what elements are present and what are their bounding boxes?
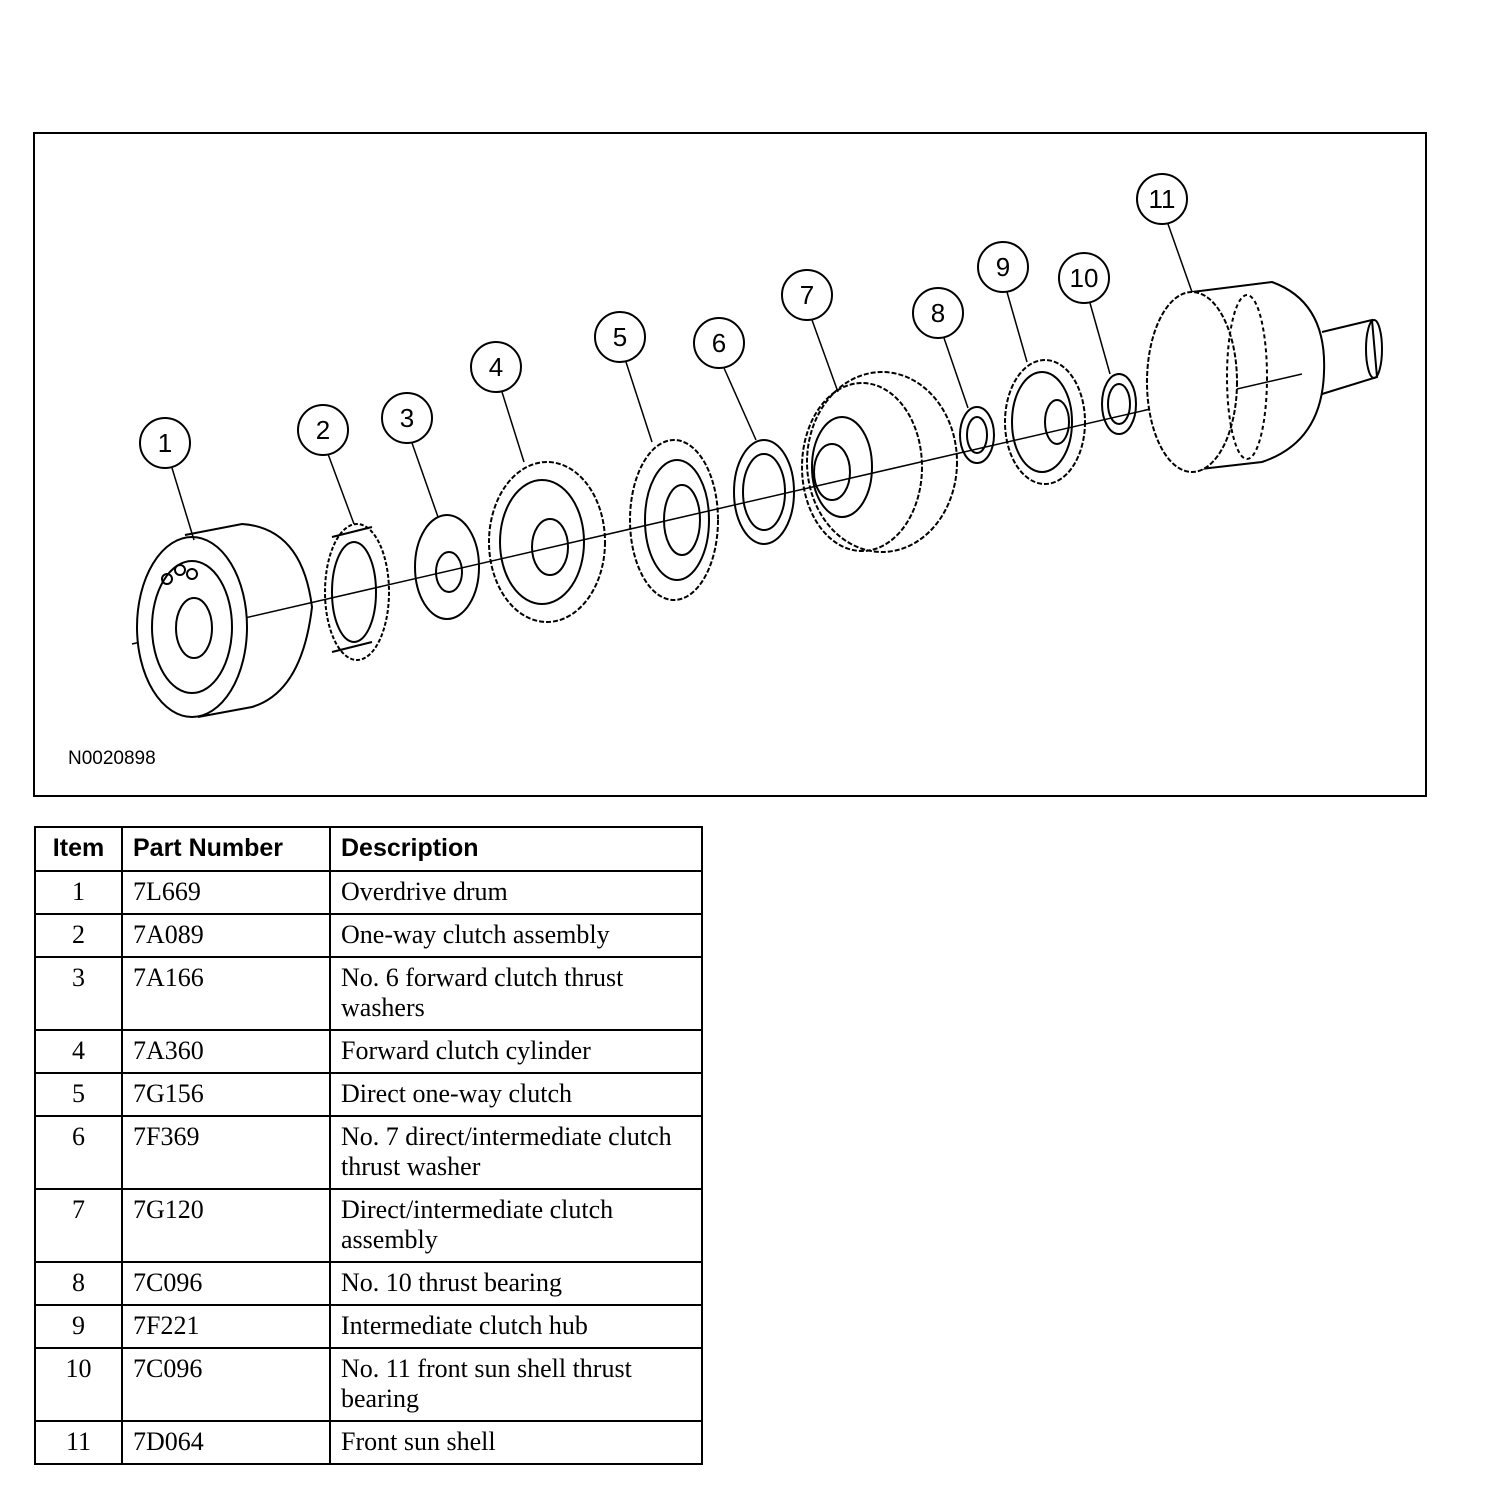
callout-8: 8 [931,298,945,328]
cell-part-number: 7F369 [121,1115,331,1190]
cell-item: 3 [34,956,123,1031]
one-way-clutch-drawing [324,523,390,661]
cell-description: No. 11 front sun shell thrust bearing [329,1347,703,1422]
header-description: Description [329,826,703,872]
cell-item: 6 [34,1115,123,1190]
cell-part-number: 7A360 [121,1029,331,1074]
cell-part-number: 7C096 [121,1261,331,1306]
cell-part-number: 7G156 [121,1072,331,1117]
cell-item: 4 [34,1029,123,1074]
cell-part-number: 7D064 [121,1420,331,1465]
cell-part-number: 7A089 [121,913,331,958]
cell-item: 1 [34,870,123,915]
callout-circles [139,173,1188,469]
overdrive-drum-drawing [136,522,314,718]
header-part-number: Part Number [121,826,331,872]
table-header-row: Item Part Number Description [34,826,703,872]
cell-part-number: 7A166 [121,956,331,1031]
cell-item: 7 [34,1188,123,1263]
cell-description: No. 7 direct/intermediate clutch thrust … [329,1115,703,1190]
thrust-washer-3-drawing [414,514,480,620]
cell-item: 11 [34,1420,123,1465]
thrust-washer-6-drawing [733,439,795,545]
callout-3: 3 [400,403,414,433]
callout-7: 7 [800,280,814,310]
direct-intermediate-clutch-drawing [801,371,958,553]
cell-item: 8 [34,1261,123,1306]
callout-10: 10 [1070,263,1099,293]
cell-description: No. 6 forward clutch thrust washers [329,956,703,1031]
cell-description: Intermediate clutch hub [329,1304,703,1349]
front-sun-shell-drawing [1146,280,1383,473]
cell-item: 2 [34,913,123,958]
cell-description: Forward clutch cylinder [329,1029,703,1074]
callout-2: 2 [316,415,330,445]
cell-description: One-way clutch assembly [329,913,703,958]
forward-clutch-cylinder-drawing [488,461,606,623]
callout-1: 1 [158,428,172,458]
cell-item: 9 [34,1304,123,1349]
cell-part-number: 7C096 [121,1347,331,1422]
thrust-bearing-8-drawing [959,406,995,464]
callout-11: 11 [1149,184,1176,214]
callout-4: 4 [489,352,503,382]
cell-description: Direct/intermediate clutch assembly [329,1188,703,1263]
callout-6: 6 [712,328,726,358]
cell-description: Front sun shell [329,1420,703,1465]
header-item: Item [34,826,123,872]
callout-9: 9 [996,252,1010,282]
cell-item: 10 [34,1347,123,1422]
thrust-bearing-10-drawing [1101,373,1137,435]
cell-description: Direct one-way clutch [329,1072,703,1117]
cell-description: Overdrive drum [329,870,703,915]
figure-id-label: N0020898 [68,748,156,769]
exploded-view-figure: 1 2 3 4 5 6 7 8 9 10 11 N0020898 [33,132,1427,797]
exploded-view-drawing: 1 2 3 4 5 6 7 8 9 10 11 [131,173,1383,718]
cell-item: 5 [34,1072,123,1117]
cell-part-number: 7F221 [121,1304,331,1349]
cell-part-number: 7G120 [121,1188,331,1263]
cell-description: No. 10 thrust bearing [329,1261,703,1306]
intermediate-hub-drawing [1004,359,1086,485]
direct-one-way-clutch-drawing [629,439,719,601]
leader-lines [171,223,1193,541]
callout-5: 5 [613,322,627,352]
cell-part-number: 7L669 [121,870,331,915]
